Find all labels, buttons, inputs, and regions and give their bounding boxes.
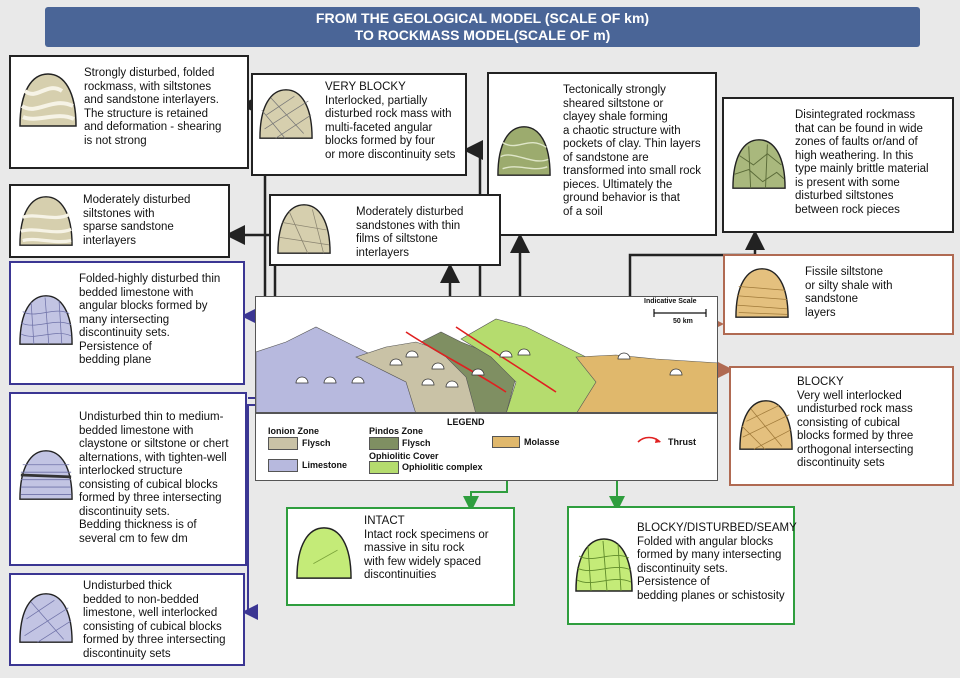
swatch-ophiolitic-complex bbox=[369, 461, 399, 474]
rock-dome-blocky-disturbed-icon bbox=[575, 538, 633, 592]
scale-label: Indicative Scale bbox=[644, 298, 697, 305]
rock-dome-very-blocky-icon bbox=[259, 89, 313, 139]
thrust-symbol-icon bbox=[637, 436, 661, 443]
rock-dome-blocky-icon bbox=[739, 400, 793, 450]
cross-section-drawing bbox=[256, 309, 717, 412]
rock-dome-intact-icon bbox=[296, 527, 352, 579]
legend-ophiolitic-cover: Ophiolitic Cover bbox=[369, 451, 439, 461]
legend-flysch-1: Flysch bbox=[302, 438, 331, 448]
legend-title: LEGEND bbox=[447, 417, 485, 427]
legend-thrust: Thrust bbox=[668, 437, 696, 447]
legend-ophiolitic-complex: Ophiolitic complex bbox=[402, 462, 483, 472]
rock-dome-folded-limestone-icon bbox=[19, 295, 73, 345]
legend-limestone: Limestone bbox=[302, 460, 348, 470]
text-undisturbed-thin: Undisturbed thin to medium-bedded limest… bbox=[79, 411, 229, 545]
legend: LEGEND Ionion Zone Pindos Zone Flysch Fl… bbox=[255, 413, 718, 481]
swatch-flysch-pindos bbox=[369, 437, 399, 450]
swatch-molasse bbox=[492, 436, 520, 448]
box-undisturbed-thin: Undisturbed thin to medium-bedded limest… bbox=[9, 392, 247, 566]
rock-dome-undisturbed-thick-icon bbox=[19, 593, 73, 643]
rock-dome-disintegrated-icon bbox=[732, 139, 786, 189]
title-line-2: TO ROCKMASS MODEL(SCALE OF m) bbox=[354, 27, 611, 43]
rock-dome-moderately-sandstones-icon bbox=[277, 204, 331, 254]
swatch-limestone bbox=[268, 459, 298, 472]
legend-ionion-zone: Ionion Zone bbox=[268, 426, 319, 436]
legend-pindos-zone: Pindos Zone bbox=[369, 426, 423, 436]
scale-value: 50 km bbox=[673, 318, 693, 325]
legend-flysch-2: Flysch bbox=[402, 438, 431, 448]
rock-dome-fissile-icon bbox=[735, 268, 789, 318]
swatch-flysch-ionion bbox=[268, 437, 298, 450]
title-banner: FROM THE GEOLOGICAL MODEL (SCALE OF km) … bbox=[45, 7, 920, 47]
legend-molasse: Molasse bbox=[524, 437, 560, 447]
rock-dome-moderately-siltstones-icon bbox=[19, 196, 73, 246]
rock-dome-tectonically-icon bbox=[497, 126, 551, 176]
title-line-1: FROM THE GEOLOGICAL MODEL (SCALE OF km) bbox=[315, 10, 650, 26]
geological-cross-section: Indicative Scale 50 km bbox=[255, 296, 718, 413]
rock-dome-strongly-disturbed-icon bbox=[19, 73, 77, 127]
rock-dome-undisturbed-thin-icon bbox=[19, 450, 73, 500]
